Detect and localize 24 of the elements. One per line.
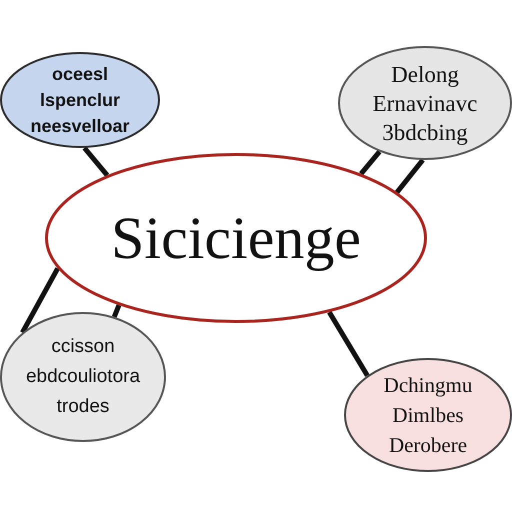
- topic-label: Derobere: [388, 432, 468, 458]
- topic-ellipse: [0, 52, 160, 148]
- topic-label: Dchingmu: [384, 372, 472, 398]
- topic-ellipse: [45, 153, 427, 323]
- connector-line: [359, 150, 382, 176]
- connector-line: [82, 146, 110, 177]
- topic-label: Ernavinavc: [372, 90, 478, 116]
- connector-line: [112, 304, 122, 318]
- topic-label: oceesl: [52, 63, 108, 86]
- topic-label: 3bdcbing: [382, 118, 468, 146]
- topic-label: Dimlbes: [392, 402, 464, 428]
- connector-line: [20, 267, 60, 334]
- topic-ellipse: [344, 358, 512, 472]
- connector-line: [327, 310, 370, 377]
- topic-label: lspenclur: [40, 89, 120, 112]
- topic-label: Delong: [391, 60, 459, 88]
- topic-label: trodes: [56, 395, 110, 419]
- topic-label: ebdcouliotora: [26, 365, 140, 389]
- connector-line: [395, 158, 425, 194]
- topic-ellipse: [0, 312, 166, 442]
- topic-label: Sicicienge: [111, 206, 361, 270]
- topic-label: neesvelloar: [30, 115, 130, 138]
- topic-ellipse: [338, 46, 512, 160]
- topic-label: ccisson: [51, 335, 115, 359]
